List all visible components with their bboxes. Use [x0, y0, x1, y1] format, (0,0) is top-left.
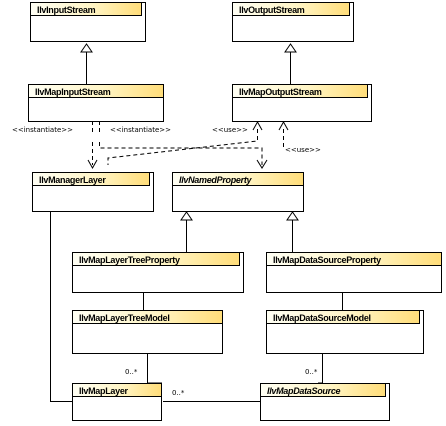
dependency-arrowhead	[252, 120, 263, 131]
dependency-arrowhead	[278, 120, 289, 131]
generalization-arrow	[80, 43, 93, 53]
dependency-instantiate-2b	[99, 142, 263, 165]
dependency-use-1	[107, 129, 258, 165]
dependency-arrowhead	[256, 159, 268, 169]
class-title-ilv-map-layer-tree-model: IlvMapLayerTreeModel	[72, 310, 223, 324]
class-title-ilv-map-data-source: IlvMapDataSource	[260, 383, 386, 397]
label-multiplicity-layer-tree-model: 0..*	[125, 368, 138, 376]
class-title-ilv-map-output-stream: IlvMapOutputStream	[232, 84, 368, 98]
class-title-ilv-map-data-source-model: IlvMapDataSourceModel	[266, 310, 420, 324]
label-use-2: <<use>>	[285, 146, 321, 154]
class-title-ilv-output-stream: IlvOutputStream	[232, 2, 350, 16]
dependency-arrowhead	[87, 159, 98, 170]
label-multiplicity-data-source-model: 0..*	[305, 368, 318, 376]
assoc-tree-model-layer	[147, 354, 162, 384]
label-multiplicity-layer-to-source: 0..*	[172, 389, 185, 397]
label-instantiate-2: <<instantiate>>	[110, 126, 171, 134]
generalization-arrow	[286, 211, 299, 221]
class-title-ilv-map-input-stream: IlvMapInputStream	[28, 84, 164, 98]
class-title-ilv-named-property: IlvNamedProperty	[172, 172, 304, 186]
assoc-manager-layer-map-layer	[50, 212, 72, 402]
label-instantiate-1: <<instantiate>>	[12, 126, 73, 134]
class-title-ilv-manager-layer: IlvManagerLayer	[32, 172, 150, 186]
class-title-ilv-map-data-source-property: IlvMapDataSourceProperty	[266, 252, 442, 266]
assoc-data-source-model-source	[318, 354, 323, 384]
label-use-1: <<use>>	[212, 126, 248, 134]
class-title-ilv-map-layer-tree-property: IlvMapLayerTreeProperty	[72, 252, 240, 266]
generalization-arrow	[284, 43, 297, 53]
generalization-arrow	[180, 211, 193, 221]
class-title-ilv-map-layer: IlvMapLayer	[72, 383, 162, 397]
class-title-ilv-input-stream: IlvInputStream	[30, 2, 142, 16]
